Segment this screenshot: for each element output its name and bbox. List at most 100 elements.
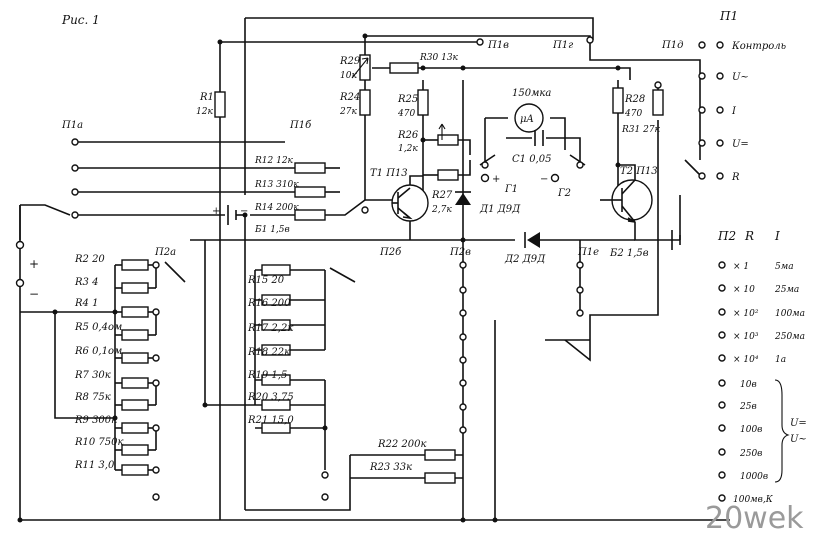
volt-range-0: 10в: [740, 380, 757, 390]
label-r21: R21 15,0: [247, 415, 294, 426]
volt-range-1: 25в: [739, 402, 757, 412]
label-r19: R19 1,5: [247, 370, 287, 381]
label-input-plus: +: [29, 257, 39, 271]
p2-range-table: П2 R I × 1 5ма × 10 25ма × 10² 100ма × 1…: [717, 229, 807, 505]
mode-label-4: R: [731, 172, 740, 183]
label-g-plus: +: [492, 174, 500, 185]
range-r-0: × 1: [733, 262, 749, 272]
range-r-3: × 10³: [733, 332, 759, 342]
range-i-1: 25ма: [774, 285, 799, 295]
label-r27-value: 2,7к: [431, 205, 452, 215]
label-r28: R28: [624, 94, 645, 105]
label-r18: R18 22к: [247, 347, 290, 358]
range-r-1: × 10: [733, 285, 755, 295]
diode-d2: [524, 232, 540, 248]
label-p1b: П1б: [289, 120, 312, 131]
label-p2a: П2а: [154, 247, 176, 258]
label-r29-value: 10к: [340, 71, 357, 81]
label-p1e: П1е: [577, 247, 599, 258]
contacts-p1e: [576, 261, 584, 317]
range-r-2: × 10²: [733, 309, 759, 319]
contacts-p2-ranges: [718, 261, 726, 502]
label-p1a: П1а: [61, 120, 83, 131]
label-r13: R13 310к: [254, 180, 299, 190]
label-r2: R2 20: [74, 254, 105, 265]
label-r16: R16 200: [247, 298, 291, 309]
label-r25: R25: [397, 94, 418, 105]
battery-b2: [671, 230, 681, 250]
p1-mode-labels: Контроль U~ I U= R: [731, 41, 786, 183]
mode-label-2: I: [731, 106, 737, 117]
label-r9: R9 300к: [74, 415, 117, 426]
range-i-2: 100ма: [775, 309, 805, 319]
label-input-minus: −: [29, 287, 39, 301]
range-i-0: 5ма: [775, 262, 794, 272]
figure-caption: Рис. 1: [61, 13, 100, 27]
label-t1: Т1 П13: [370, 168, 408, 179]
mode-label-3: U=: [732, 139, 749, 150]
diode-d1: [455, 191, 471, 205]
label-r15: R15 20: [247, 275, 285, 286]
watermark: 20wek: [705, 501, 804, 536]
volt-range-2: 100в: [740, 425, 762, 435]
volt-range-3: 250в: [739, 449, 762, 459]
label-r1: R1: [199, 92, 214, 103]
label-r17: R17 2,2к: [247, 323, 293, 334]
microammeter: μA: [514, 103, 544, 133]
label-g1: Г1: [504, 184, 518, 195]
component-labels: 150мка Т1 П13 Т2 П13 Б1 1,5в Б2 1,5в С1 …: [29, 88, 658, 301]
range-r-4: × 10⁴: [733, 355, 759, 365]
volt-range-4: 1000в: [740, 472, 768, 482]
volt-brace-dc: U=: [790, 418, 807, 429]
resistor-bodies: [121, 54, 664, 484]
label-r31: R31 27к: [621, 125, 661, 135]
label-c1: С1 0,05: [512, 154, 551, 165]
label-r7: R7 30к: [74, 370, 111, 381]
label-r23: R23 33к: [369, 462, 412, 473]
p2-col-i: I: [774, 229, 780, 243]
p2-col-r: R: [744, 229, 754, 243]
label-p2v: П2в: [449, 247, 471, 258]
mode-label-0: Контроль: [731, 41, 786, 52]
range-i-3: 250ма: [774, 332, 805, 342]
resistor-labels: R1 12к R12 12к R13 310к R14 200к R29 10к…: [74, 53, 661, 473]
label-r25-value: 470: [397, 109, 415, 119]
label-r26-value: 1,2к: [398, 144, 418, 154]
switch-labels: П1 П1а П1б П1в П1г П1д П1е П2а П2б П2в: [61, 9, 738, 258]
label-r8: R8 75к: [74, 392, 111, 403]
contacts-p2a: [152, 261, 160, 501]
volt-brace-ac: U~: [790, 434, 807, 445]
label-r30: R30 13к: [419, 53, 459, 63]
range-last: 100мв,К: [733, 495, 774, 505]
label-r24-value: 27к: [339, 107, 357, 117]
range-i-4: 1а: [775, 355, 786, 365]
label-r11: R11 3,0: [74, 460, 115, 471]
label-r24: R24: [339, 92, 360, 103]
label-b1-plus: +: [212, 206, 220, 217]
label-p1v: П1в: [487, 40, 509, 51]
contacts-p1a: [71, 138, 79, 219]
label-r29: R29: [339, 56, 361, 67]
label-r4: R4 1: [74, 298, 98, 309]
label-r20: R20 3,75: [247, 392, 294, 403]
label-r22: R22 200к: [377, 439, 427, 450]
label-r12: R12 12к: [254, 156, 294, 166]
label-p1: П1: [719, 9, 738, 23]
label-r27: R27: [431, 190, 453, 201]
contacts-p2v: [459, 261, 467, 434]
label-p1d: П1д: [661, 40, 683, 51]
label-p2b: П2б: [379, 247, 402, 258]
junction-dots: [17, 33, 621, 523]
label-r1-value: 12к: [196, 107, 213, 117]
label-b1: Б1 1,5в: [254, 225, 290, 235]
label-p1g: П1г: [552, 40, 573, 51]
label-r26: R26: [397, 130, 419, 141]
contacts-misc: [15, 36, 662, 288]
p2-title: П2: [717, 229, 736, 243]
label-r5: R5 0,4ом: [74, 322, 122, 333]
label-t2: Т2 П13: [620, 166, 658, 177]
transistor-t1: [391, 184, 429, 222]
label-r14: R14 200к: [254, 203, 299, 213]
capacitor-c1: [534, 130, 544, 146]
contacts-p2b: [321, 471, 329, 501]
